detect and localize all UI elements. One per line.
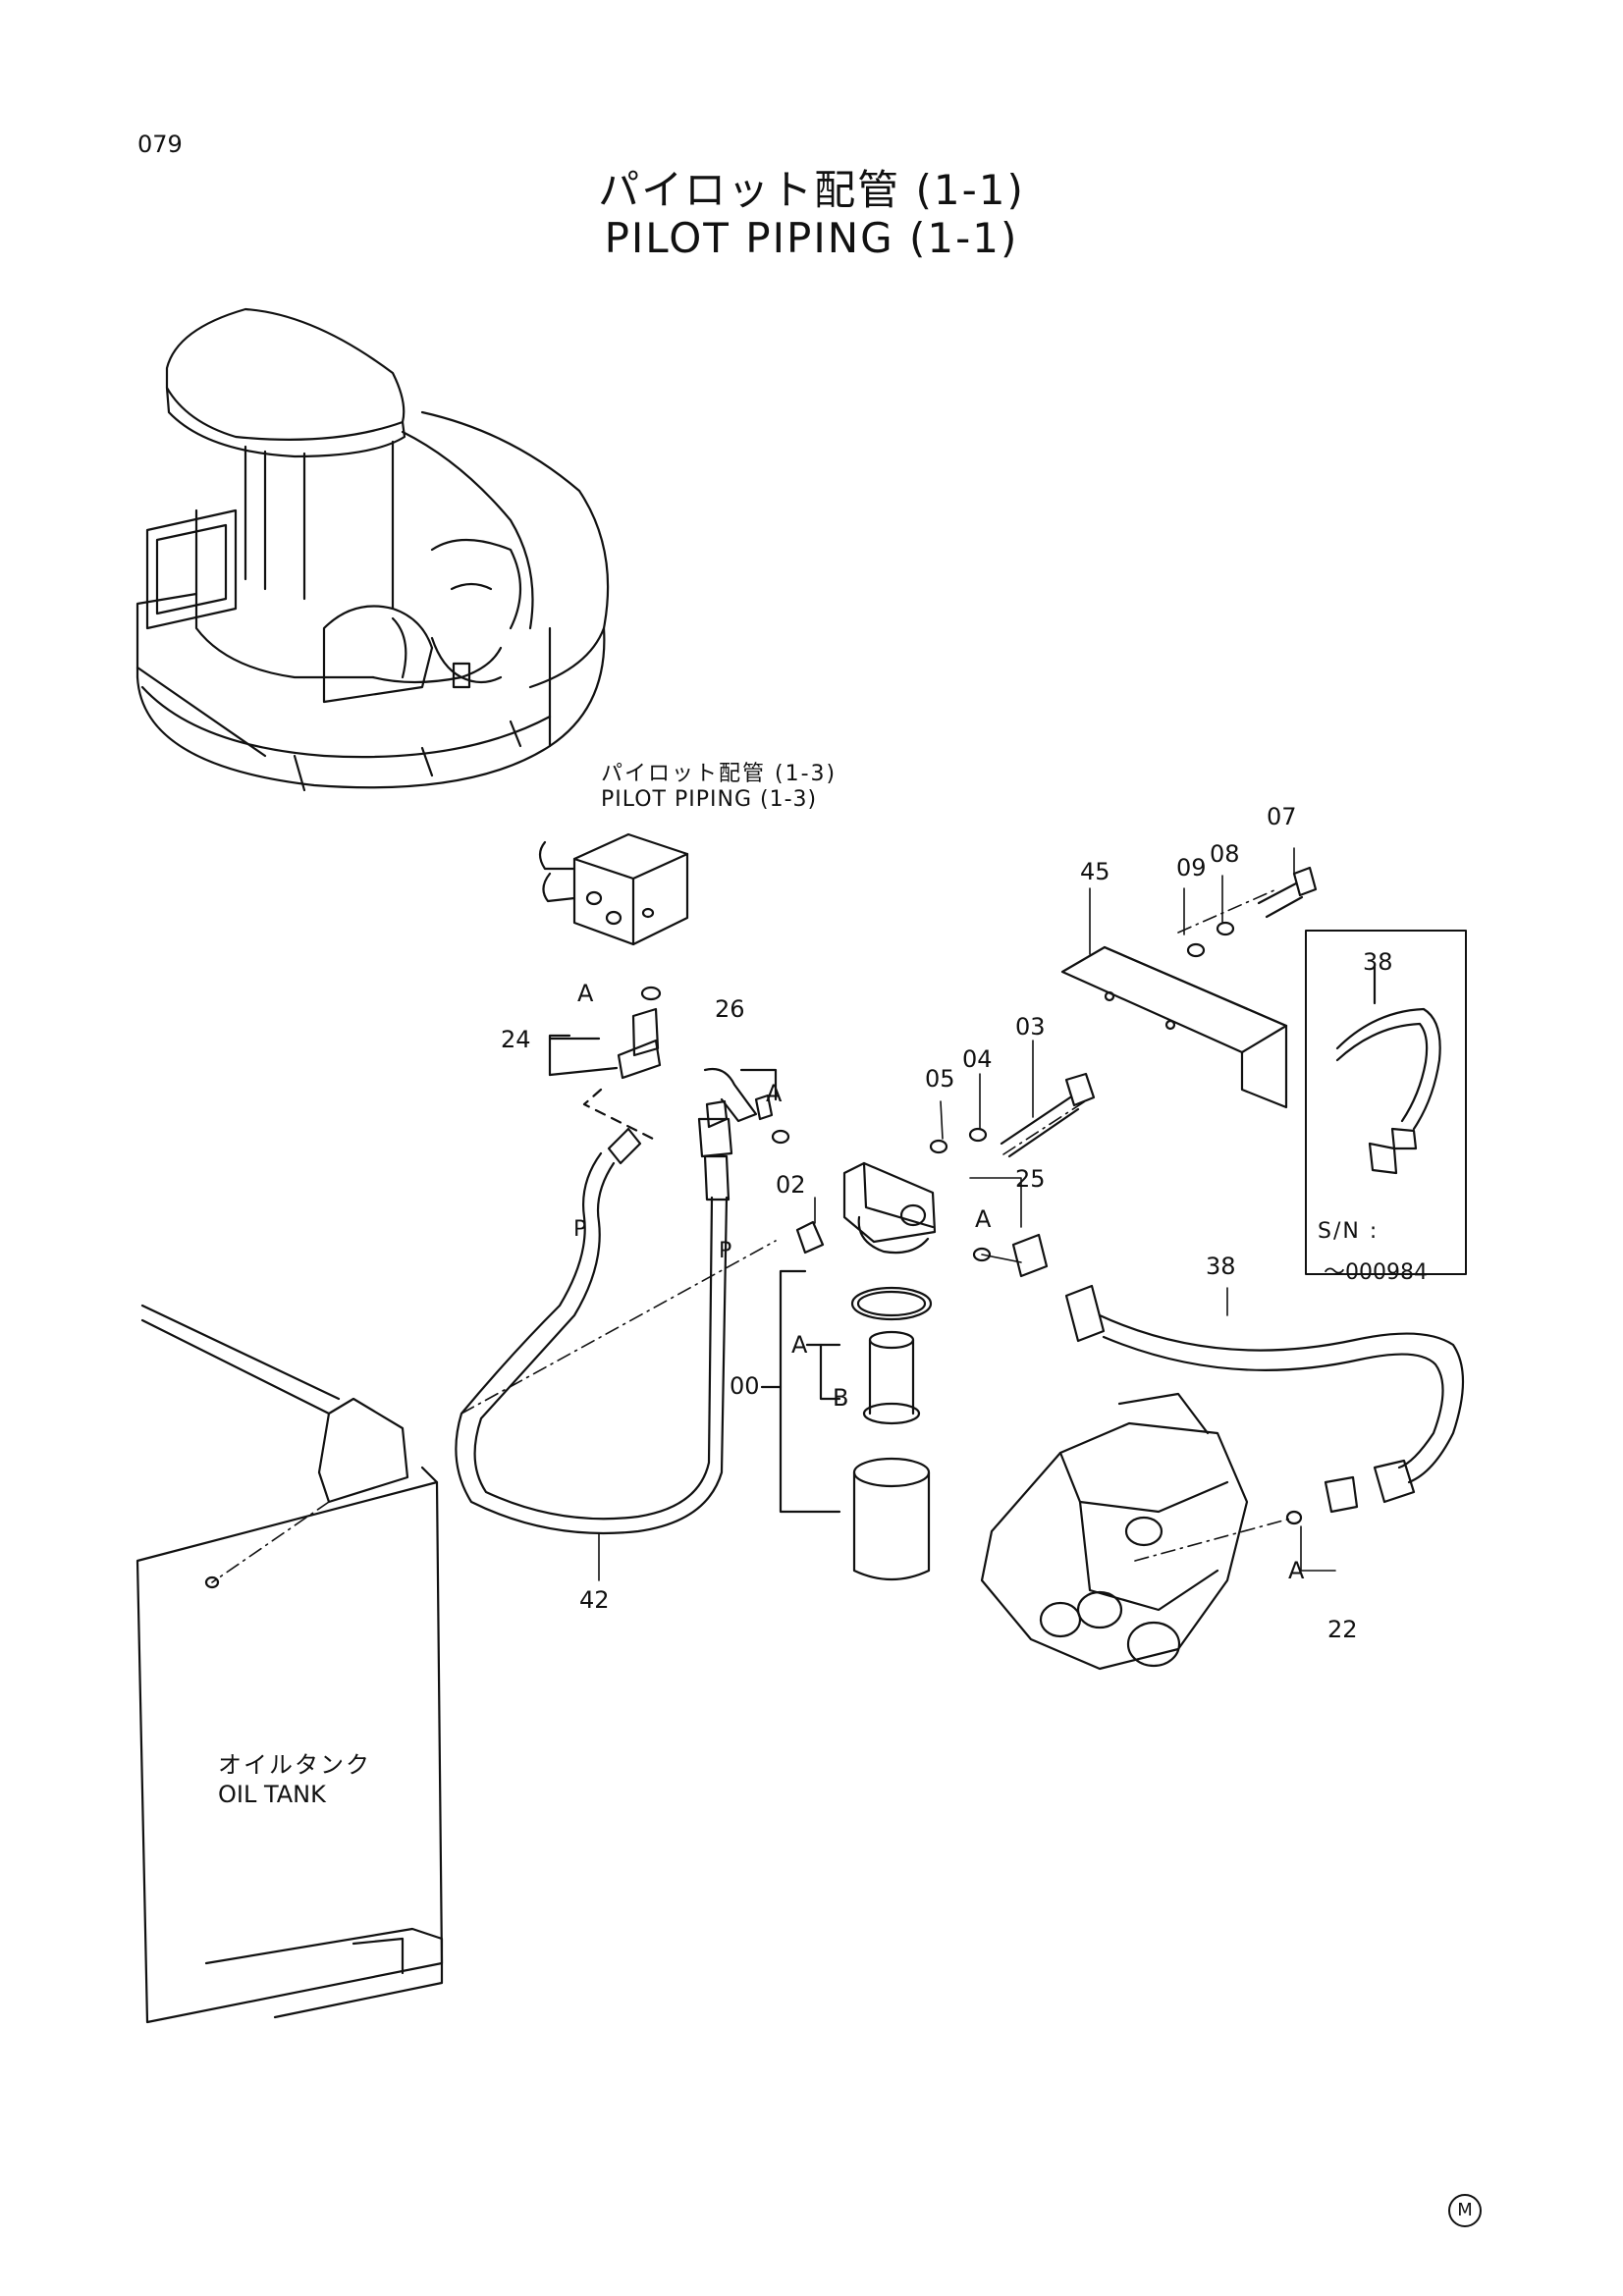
callout-p-hose-42: P: [573, 1217, 587, 1242]
page-title-english: PILOT PIPING (1-1): [604, 214, 1019, 262]
part-label-42: 42: [579, 1586, 610, 1614]
part-label-38: 38: [1206, 1253, 1236, 1280]
callout-b-filter: B: [833, 1384, 849, 1412]
fitting-24: [548, 1007, 662, 1080]
inset-box: [1305, 930, 1467, 1275]
machine-illustration: [135, 307, 610, 792]
serial-number-label: S/N :: [1318, 1219, 1380, 1244]
callout-a-25: A: [975, 1205, 992, 1233]
part-label-00: 00: [730, 1372, 760, 1400]
part-label-26: 26: [715, 995, 745, 1023]
bolt-03: [929, 1072, 1096, 1158]
pilot-valve-block: [538, 832, 689, 1001]
filter-element-group: [760, 1269, 933, 1581]
oil-tank-label-english: OIL TANK: [218, 1781, 326, 1808]
part-label-45: 45: [1080, 858, 1110, 885]
subassembly-title-english: PILOT PIPING (1-3): [601, 787, 818, 812]
elbow-26: [703, 1067, 790, 1145]
part-label-09: 09: [1176, 854, 1207, 881]
part-label-22: 22: [1327, 1616, 1358, 1643]
hose-38: [1011, 1233, 1465, 1525]
part-label-04: 04: [962, 1045, 993, 1073]
part-label-05: 05: [925, 1065, 955, 1093]
callout-a-24: A: [577, 980, 594, 1007]
callout-a-filter: A: [791, 1331, 808, 1359]
part-label-24: 24: [501, 1026, 531, 1053]
leader-lines: [211, 847, 1336, 1583]
part-label-07: 07: [1267, 803, 1297, 830]
bracket-45: [1060, 866, 1318, 1109]
oil-tank-label-japanese: オイルタンク: [218, 1751, 371, 1779]
part-label-08: 08: [1210, 840, 1240, 868]
break-line: [582, 1088, 655, 1141]
inset-hose-38: [1335, 965, 1441, 1175]
corner-mark-icon: M: [1448, 2194, 1482, 2227]
page-title-japanese: パイロット配管 (1-1): [598, 166, 1025, 214]
part-label-02: 02: [776, 1171, 806, 1199]
part-label-25: 25: [1015, 1165, 1046, 1193]
callout-p-tube: P: [719, 1239, 732, 1263]
oil-tank: [135, 1304, 444, 2024]
pump-illustration: [980, 1392, 1249, 1671]
serial-number-range: ～000984: [1324, 1260, 1428, 1285]
callout-a-22: A: [1288, 1557, 1305, 1584]
subassembly-title-japanese: パイロット配管 (1-3): [601, 762, 838, 786]
filter-head: [795, 1161, 992, 1262]
page-number: 079: [137, 131, 183, 158]
hose-42: [455, 1117, 733, 1535]
part-label-38-inset: 38: [1363, 948, 1393, 976]
callout-a-26: A: [766, 1080, 783, 1107]
part-label-03: 03: [1015, 1013, 1046, 1041]
